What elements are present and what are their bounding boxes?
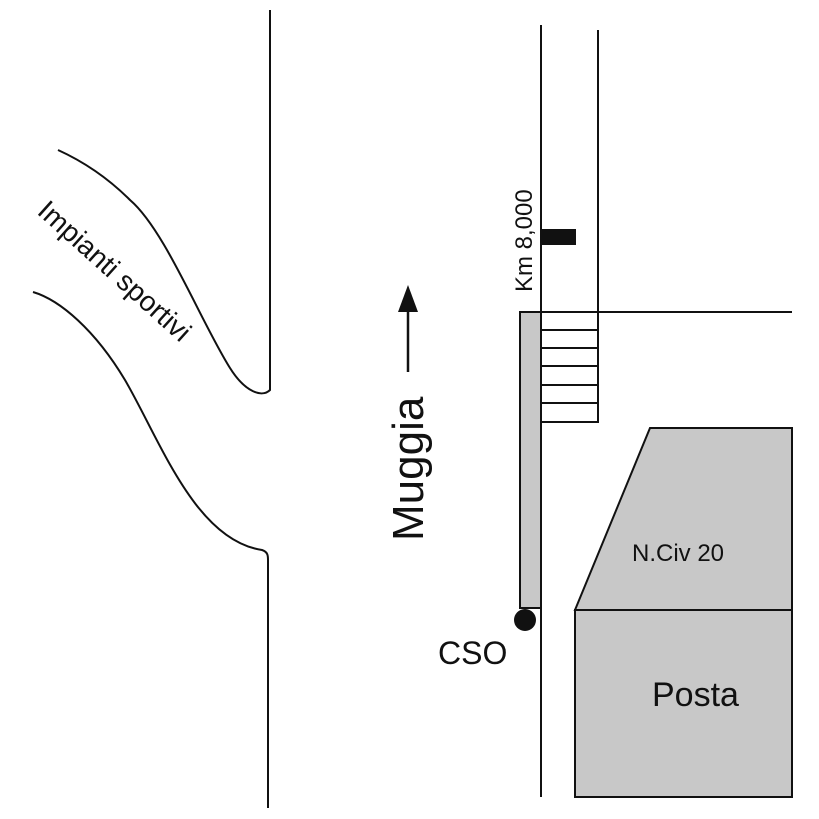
sidewalk xyxy=(519,311,542,609)
label-km-marker: Km 8,000 xyxy=(511,189,538,292)
label-impianti-sportivi: Impianti sportivi xyxy=(32,194,197,347)
building-posta xyxy=(574,609,793,798)
label-n-civ-20: N.Civ 20 xyxy=(632,540,724,567)
direction-arrow xyxy=(398,285,418,372)
cso-point xyxy=(514,609,536,631)
building-n-civ-20 xyxy=(573,427,793,611)
crosswalk xyxy=(540,311,599,423)
arrow-head xyxy=(398,285,418,312)
label-muggia: Muggia xyxy=(384,396,433,541)
km-marker xyxy=(542,229,576,245)
left-road-edge-upper xyxy=(57,10,271,395)
left-road-edge-lower xyxy=(32,291,269,808)
label-cso: CSO xyxy=(438,635,507,671)
left-road xyxy=(32,10,271,808)
label-posta: Posta xyxy=(652,676,739,714)
